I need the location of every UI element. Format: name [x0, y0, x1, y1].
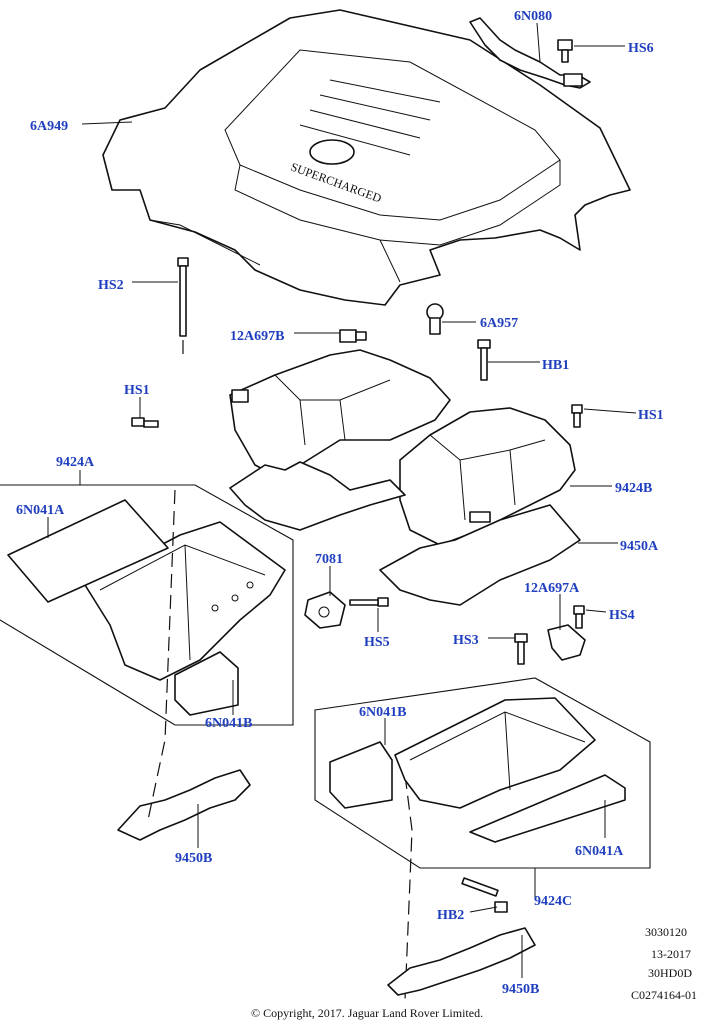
sensor-12a697a [547, 624, 586, 661]
insulator-6n041b-left [174, 651, 239, 716]
intake-manifold-right [399, 407, 576, 546]
insulator-6n041a-bottom [469, 774, 626, 843]
gasket-9450b-left [117, 769, 251, 841]
ref-code-1: 3030120 [645, 925, 687, 939]
callout-9450b-left[interactable]: 9450B [175, 851, 212, 866]
gasket-left [229, 461, 406, 531]
insulator-6n041b-right [329, 741, 393, 809]
manifold-9424c [394, 697, 596, 809]
callout-9450b-bottom[interactable]: 9450B [502, 982, 539, 997]
callout-6n041b-right[interactable]: 6N041B [359, 705, 406, 720]
callout-hb2[interactable]: HB2 [437, 908, 464, 923]
callout-hs3[interactable]: HS3 [453, 633, 479, 648]
ref-code-2: 13-2017 [651, 947, 691, 961]
bolt-hs4 [573, 605, 585, 629]
ref-code-3: 30HD0D [648, 966, 692, 980]
callout-hs1-left[interactable]: HS1 [124, 383, 150, 398]
bolt-hs1-left [131, 417, 159, 428]
callout-hs2[interactable]: HS2 [98, 278, 124, 293]
callout-12a697a[interactable]: 12A697A [524, 581, 580, 596]
callout-12a697b[interactable]: 12A697B [230, 329, 284, 344]
callout-6n080[interactable]: 6N080 [514, 9, 552, 24]
callout-6n041a-top[interactable]: 6N041A [16, 503, 65, 518]
callout-6n041a-bottom[interactable]: 6N041A [575, 844, 624, 859]
callout-hs4[interactable]: HS4 [609, 608, 635, 623]
callout-hb1[interactable]: HB1 [542, 358, 569, 373]
callout-9450a[interactable]: 9450A [620, 539, 659, 554]
group-box-9424a [0, 484, 294, 726]
gasket-9450a [379, 504, 581, 606]
bolt-hs3 [514, 633, 528, 665]
leader-lines [47, 22, 637, 978]
copyright-notice: © Copyright, 2017. Jaguar Land Rover Lim… [251, 1006, 483, 1020]
stud-6a957 [426, 303, 444, 335]
group-box-9424c [314, 677, 651, 869]
callout-hs5[interactable]: HS5 [364, 635, 390, 650]
bolt-hs1-right [571, 404, 583, 428]
callout-hs6[interactable]: HS6 [628, 41, 654, 56]
callout-7081[interactable]: 7081 [315, 552, 343, 567]
wiring-harness [469, 17, 591, 89]
ref-code-4: C0274164-01 [631, 988, 697, 1002]
bolt-hs5 [349, 597, 389, 607]
land-rover-logo [309, 139, 355, 165]
bracket-7081 [304, 591, 346, 629]
sensor-12a697b [339, 329, 367, 343]
engine-cover: SUPERCHARGED [102, 9, 631, 306]
callout-9424c[interactable]: 9424C [534, 894, 572, 909]
callout-9424a[interactable]: 9424A [56, 455, 95, 470]
callout-hs1-right[interactable]: HS1 [638, 408, 664, 423]
callout-6a957[interactable]: 6A957 [480, 316, 518, 331]
callout-9424b[interactable]: 9424B [615, 481, 652, 496]
gasket-9450b-bottom [387, 927, 536, 996]
bolt-hs2 [177, 257, 189, 337]
bolt-hs6 [557, 39, 573, 63]
bolt-hb1 [477, 339, 491, 381]
bolt-hb2 [461, 877, 508, 913]
callout-6a949[interactable]: 6A949 [30, 119, 68, 134]
insulator-6n041a-top [7, 499, 169, 603]
callout-6n041b-left[interactable]: 6N041B [205, 716, 252, 731]
